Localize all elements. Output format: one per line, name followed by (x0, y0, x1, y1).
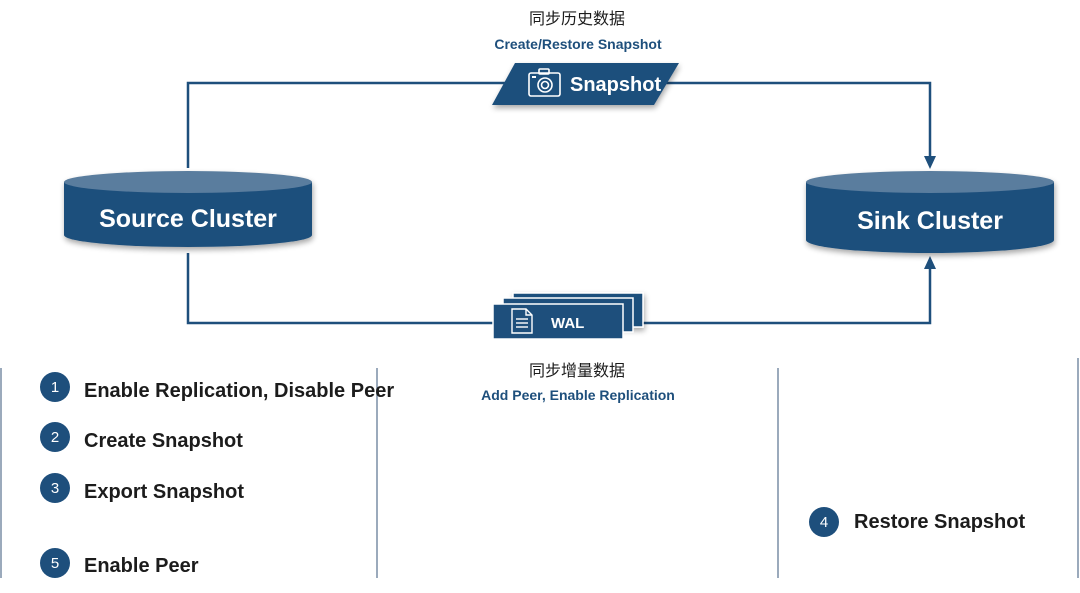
top-label-chinese: 同步历史数据 (529, 9, 625, 28)
step-number-badge (40, 473, 70, 503)
step-number-badge (40, 372, 70, 402)
step-number: 1 (51, 379, 59, 396)
step-label: Enable Peer (84, 555, 199, 577)
wal-tag: WAL (492, 292, 644, 340)
step-label: Restore Snapshot (854, 511, 1025, 533)
top-label-english: Create/Restore Snapshot (494, 36, 662, 52)
snapshot-tag: Snapshot (492, 63, 679, 105)
wal-label: WAL (551, 315, 584, 332)
step-label: Export Snapshot (84, 481, 244, 503)
sink-cluster-label: Sink Cluster (857, 207, 1003, 235)
document-icon (511, 308, 533, 334)
step-4: 4 Restore Snapshot (809, 507, 1025, 537)
step-1: 1 Enable Replication, Disable Peer (40, 372, 394, 402)
bottom-label-chinese: 同步增量数据 (529, 361, 625, 380)
snapshot-label: Snapshot (570, 74, 661, 96)
step-number: 2 (51, 429, 59, 446)
camera-icon (528, 68, 561, 97)
sink-cluster-cylinder: Sink Cluster (806, 171, 1054, 253)
step-2: 2 Create Snapshot (40, 422, 243, 452)
step-number: 4 (820, 514, 828, 531)
source-cluster-cylinder: Source Cluster (64, 171, 312, 247)
bottom-arrowhead-icon (924, 256, 936, 269)
column-dividers (0, 358, 1079, 578)
step-5: 5 Enable Peer (40, 548, 199, 578)
step-label: Create Snapshot (84, 430, 243, 452)
bottom-label-english: Add Peer, Enable Replication (481, 387, 675, 403)
step-number-badge (40, 548, 70, 578)
step-number-badge (40, 422, 70, 452)
step-number-badge (809, 507, 839, 537)
top-arrowhead-icon (924, 156, 936, 169)
step-label: Enable Replication, Disable Peer (84, 380, 394, 402)
step-number: 5 (51, 555, 59, 572)
step-3: 3 Export Snapshot (40, 473, 244, 503)
step-number: 3 (51, 480, 59, 497)
source-cluster-label: Source Cluster (99, 205, 277, 233)
